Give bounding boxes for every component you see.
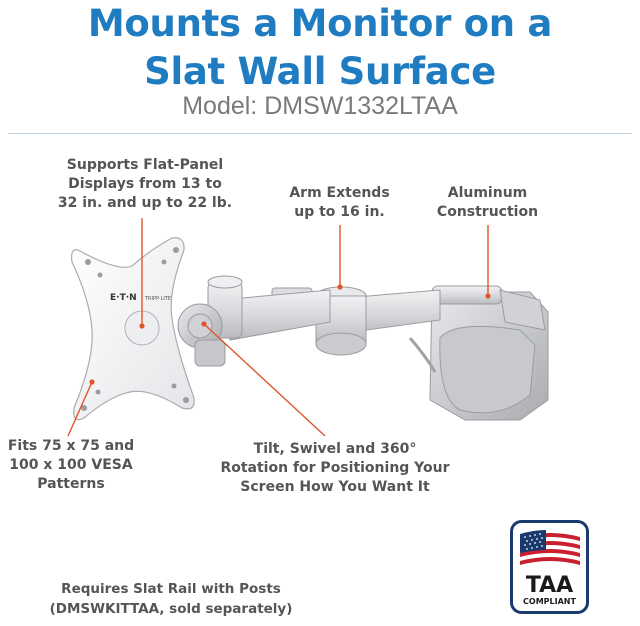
- brand-logo: E·T·N: [110, 293, 137, 303]
- wall-bracket: [429, 285, 549, 421]
- callout-vesa-line-2: 100 x 100 VESA: [9, 457, 133, 473]
- badge-subtitle: COMPLIANT: [523, 597, 576, 606]
- leader-vesa: [67, 381, 93, 437]
- callout-arm-line-1: Arm Extends: [289, 185, 390, 201]
- taa-compliant-badge: TAA COMPLIANT: [510, 520, 589, 614]
- callout-aluminum-line-1: Aluminum: [447, 185, 528, 201]
- callout-tilt-line-2: Rotation for Positioning Your: [220, 460, 450, 476]
- model-number: Model: DMSW1332LTAA: [182, 92, 458, 120]
- callout-slat-line-1: Requires Slat Rail with Posts: [61, 581, 281, 597]
- us-flag-icon: [520, 530, 580, 568]
- callout-slat-rail: Requires Slat Rail with Posts (DMSWKITTA…: [40, 579, 302, 619]
- callout-aluminum-line-2: Construction: [436, 204, 539, 220]
- leader-arm-dot: [337, 284, 343, 290]
- leader-supports-dot: [139, 323, 145, 329]
- tilt-swivel-head: [177, 303, 226, 367]
- vesa-plate: E·T·N TRIPP·LITE: [71, 237, 195, 421]
- brand-label: TRIPP·LITE: [144, 296, 171, 302]
- leader-aluminum-dot: [485, 293, 491, 299]
- headline-line-2: Slat Wall Surface: [144, 50, 496, 93]
- callout-supports: Supports Flat-Panel Displays from 13 to …: [50, 156, 240, 213]
- callout-tilt-line-1: Tilt, Swivel and 360°: [253, 441, 417, 457]
- callout-slat-line-2: (DMSWKITTAA, sold separately): [49, 601, 293, 617]
- outer-arm: [271, 286, 441, 373]
- divider: [8, 133, 632, 134]
- callout-tilt-line-3: Screen How You Want It: [240, 479, 430, 495]
- callout-supports-line-3: 32 in. and up to 22 lb.: [57, 195, 233, 211]
- callout-vesa: Fits 75 x 75 and 100 x 100 VESA Patterns: [6, 437, 136, 494]
- callout-vesa-line-1: Fits 75 x 75 and: [7, 438, 135, 454]
- callout-supports-line-2: Displays from 13 to: [68, 176, 222, 192]
- callout-aluminum: Aluminum Construction: [425, 184, 550, 222]
- callout-arm-extends: Arm Extends up to 16 in.: [272, 184, 407, 222]
- leader-vesa-dot: [89, 379, 95, 385]
- leader-tilt: [203, 323, 326, 437]
- badge-title: TAA: [526, 573, 573, 598]
- leader-tilt-dot: [201, 321, 207, 327]
- inner-arm: [207, 275, 331, 341]
- callout-supports-line-1: Supports Flat-Panel: [66, 157, 224, 173]
- headline-line-1: Mounts a Monitor on a: [87, 2, 553, 45]
- callout-arm-line-2: up to 16 in.: [294, 204, 385, 220]
- callout-vesa-line-3: Patterns: [37, 476, 105, 492]
- callout-tilt-swivel: Tilt, Swivel and 360° Rotation for Posit…: [210, 440, 460, 497]
